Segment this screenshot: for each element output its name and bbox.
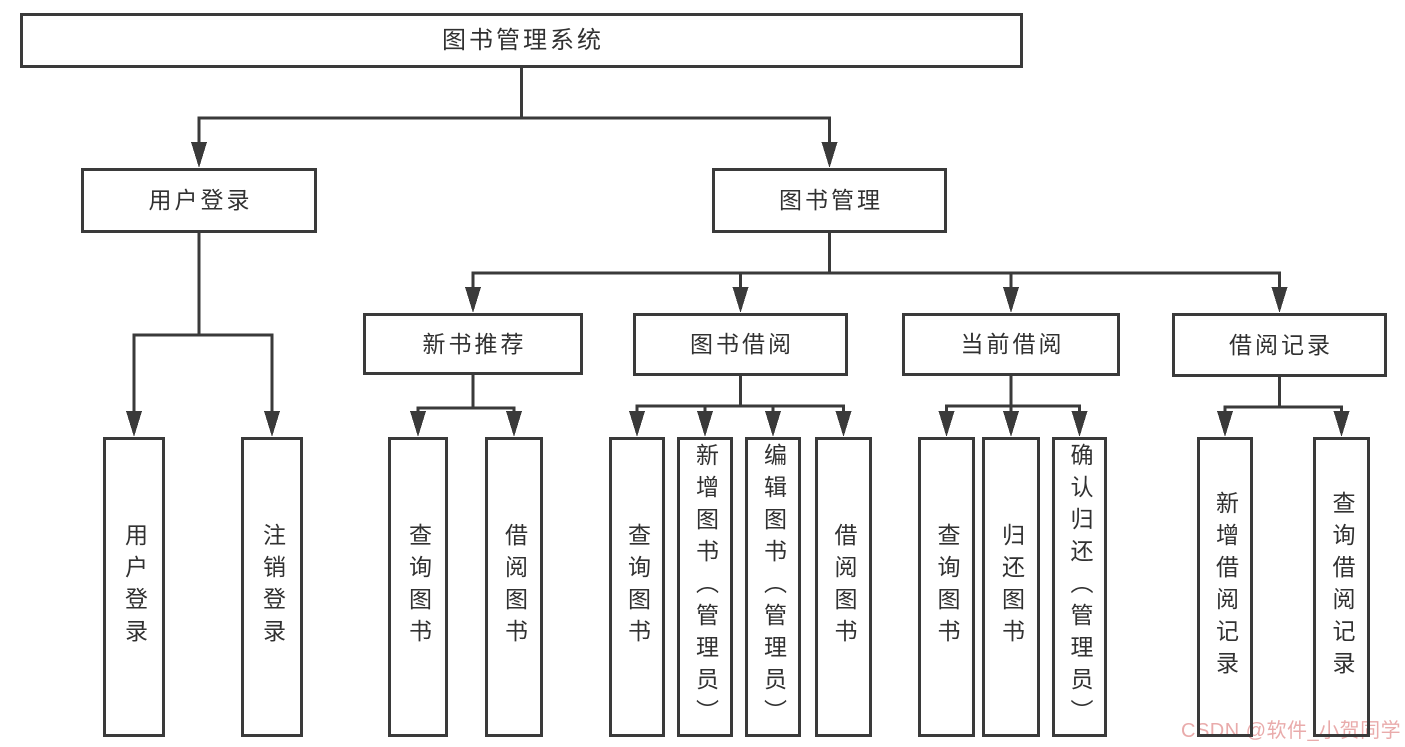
arrowhead-icon (1003, 411, 1019, 437)
node-new-book-rec: 新书推荐 (363, 313, 583, 375)
node-book-borrow: 图书借阅 (633, 313, 848, 376)
node-cb-confirm-return: 确认归还（管理员） (1052, 437, 1107, 737)
arrowhead-icon (126, 411, 142, 437)
arrowhead-icon (264, 411, 280, 437)
node-nbr-query-book: 查询图书 (388, 437, 448, 737)
arrowhead-icon (835, 411, 852, 437)
node-bb-borrow-book: 借阅图书 (815, 437, 872, 737)
node-br-add-record: 新增借阅记录 (1197, 437, 1253, 737)
node-borrow-records: 借阅记录 (1172, 313, 1387, 377)
node-cb-query-book: 查询图书 (918, 437, 975, 737)
arrowhead-icon (1071, 411, 1088, 437)
node-bb-query-book: 查询图书 (609, 437, 665, 737)
arrowhead-icon (1271, 287, 1288, 313)
node-user-login-action: 用户登录 (103, 437, 165, 737)
arrowhead-icon (1217, 411, 1233, 437)
arrowhead-icon (1333, 411, 1350, 437)
node-root: 图书管理系统 (20, 13, 1023, 68)
arrowhead-icon (732, 287, 749, 313)
arrowhead-icon (697, 411, 713, 437)
arrowhead-icon (821, 142, 838, 168)
node-user-login: 用户登录 (81, 168, 317, 233)
node-nbr-borrow-book: 借阅图书 (485, 437, 543, 737)
node-br-query-record: 查询借阅记录 (1313, 437, 1370, 737)
node-current-borrow: 当前借阅 (902, 313, 1120, 376)
arrowhead-icon (629, 411, 645, 437)
node-logout-action: 注销登录 (241, 437, 303, 737)
arrowhead-icon (1003, 287, 1019, 313)
arrowhead-icon (938, 411, 955, 437)
arrowhead-icon (465, 287, 481, 313)
node-bb-edit-book: 编辑图书（管理员） (745, 437, 801, 737)
arrowhead-icon (410, 411, 426, 437)
node-cb-return-book: 归还图书 (982, 437, 1040, 737)
arrowhead-icon (191, 142, 207, 168)
node-book-mgmt: 图书管理 (712, 168, 947, 233)
node-bb-add-book: 新增图书（管理员） (677, 437, 733, 737)
arrowhead-icon (765, 411, 781, 437)
arrowhead-icon (506, 411, 522, 437)
